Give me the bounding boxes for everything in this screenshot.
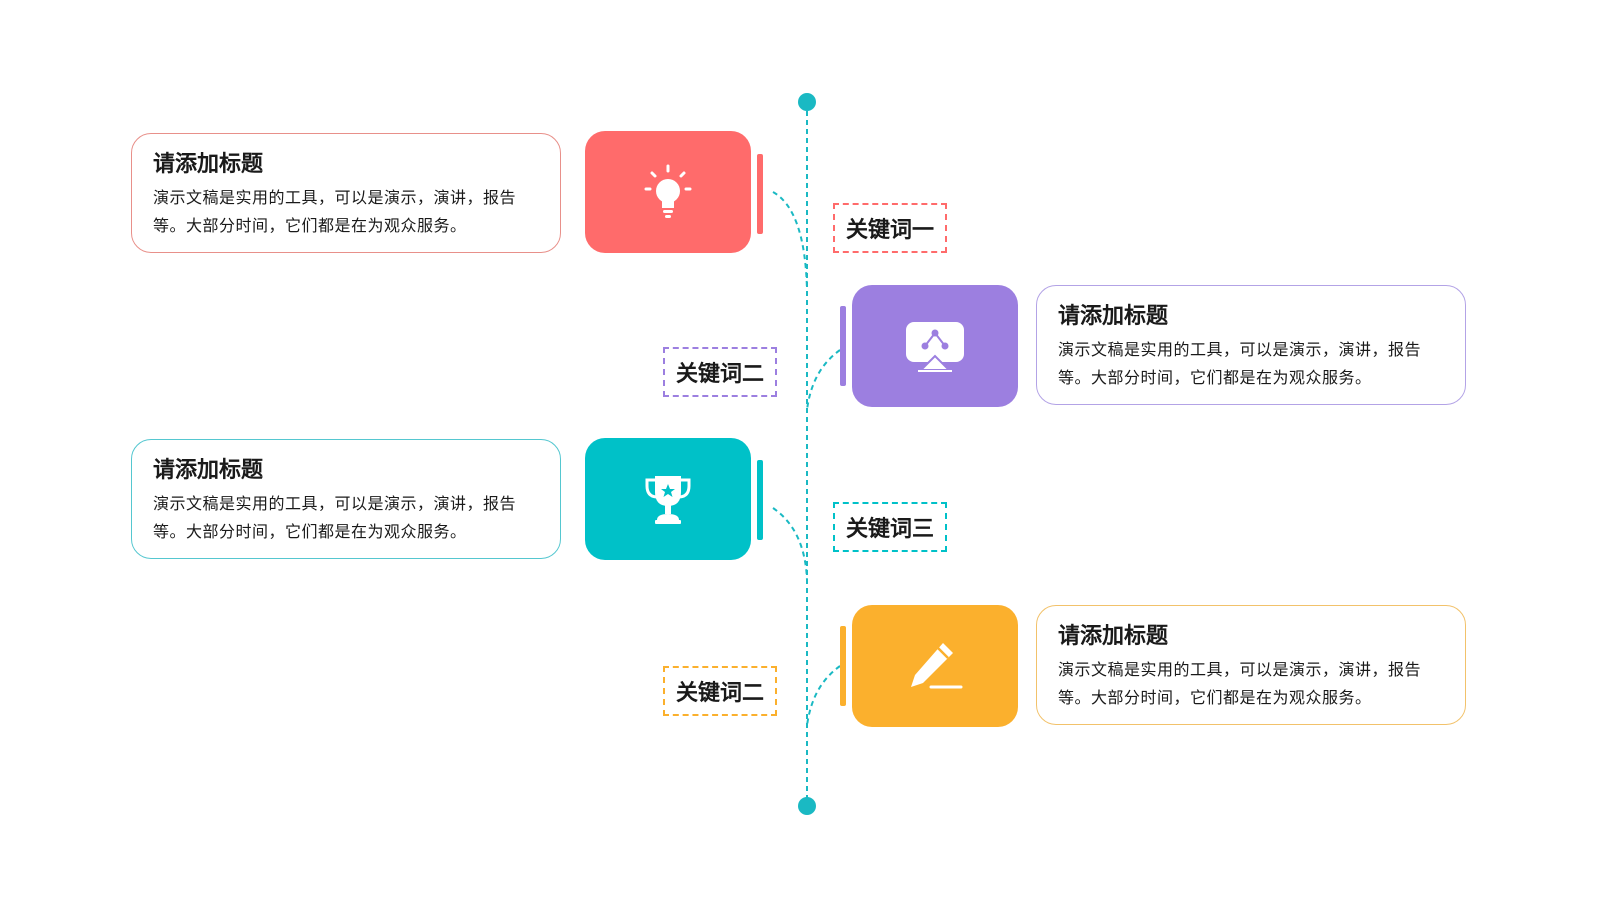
timeline-start-dot	[798, 93, 816, 111]
pencil-icon	[911, 643, 963, 689]
accent-bar-4	[840, 626, 846, 706]
connector-1	[772, 191, 808, 291]
icon-box-4	[852, 605, 1018, 727]
card-title-1: 请添加标题	[153, 152, 264, 177]
accent-bar-2	[840, 306, 846, 386]
keyword-box-4: 关键词二	[663, 666, 777, 716]
keyword-box-2: 关键词二	[663, 347, 777, 397]
card-title-2: 请添加标题	[1058, 304, 1169, 329]
connector-3	[772, 507, 808, 581]
text-card-3: 请添加标题 演示文稿是实用的工具，可以是演示，演讲，报告等。大部分时间，它们都是…	[131, 439, 561, 559]
card-body-1: 演示文稿是实用的工具，可以是演示，演讲，报告等。大部分时间，它们都是在为观众服务…	[153, 188, 517, 235]
icon-box-2	[852, 285, 1018, 407]
accent-bar-3	[757, 460, 763, 540]
text-card-4: 请添加标题 演示文稿是实用的工具，可以是演示，演讲，报告等。大部分时间，它们都是…	[1036, 605, 1466, 725]
connector-2	[806, 349, 841, 411]
icon-box-1	[585, 131, 751, 253]
trophy-icon	[645, 476, 691, 524]
card-body-4: 演示文稿是实用的工具，可以是演示，演讲，报告等。大部分时间，它们都是在为观众服务…	[1058, 660, 1422, 707]
text-card-2: 请添加标题 演示文稿是实用的工具，可以是演示，演讲，报告等。大部分时间，它们都是…	[1036, 285, 1466, 405]
keyword-box-3: 关键词三	[833, 502, 947, 552]
card-body-2: 演示文稿是实用的工具，可以是演示，演讲，报告等。大部分时间，它们都是在为观众服务…	[1058, 340, 1422, 387]
icon-box-3	[585, 438, 751, 560]
timeline-end-dot	[798, 797, 816, 815]
connector-4	[806, 665, 841, 727]
keyword-box-1: 关键词一	[833, 203, 947, 253]
accent-bar-1	[757, 154, 763, 234]
lightbulb-icon	[644, 164, 692, 218]
presentation-icon	[906, 322, 964, 372]
text-card-1: 请添加标题 演示文稿是实用的工具，可以是演示，演讲，报告等。大部分时间，它们都是…	[131, 133, 561, 253]
card-title-3: 请添加标题	[153, 458, 264, 483]
card-body-3: 演示文稿是实用的工具，可以是演示，演讲，报告等。大部分时间，它们都是在为观众服务…	[153, 494, 517, 541]
card-title-4: 请添加标题	[1058, 624, 1169, 649]
